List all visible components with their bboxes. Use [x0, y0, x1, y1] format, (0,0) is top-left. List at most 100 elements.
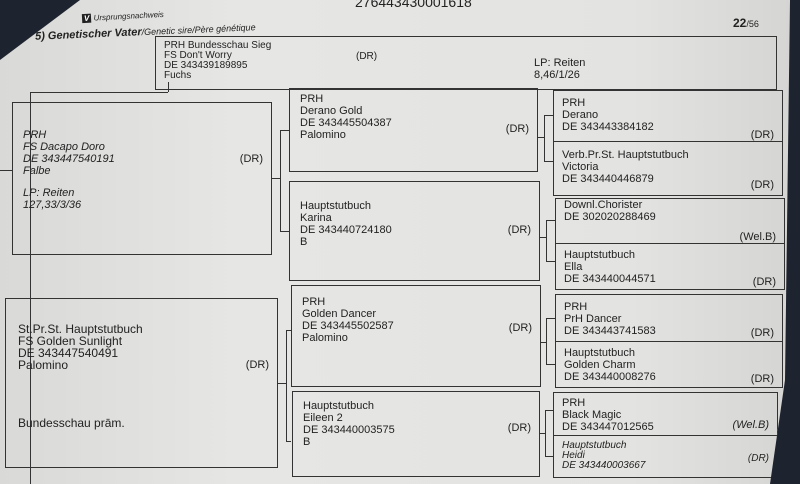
- horse-id: DE 343447012565: [562, 421, 654, 433]
- divider: [554, 141, 782, 142]
- stud-book: Hauptstutbuch: [562, 440, 627, 451]
- horse-id: DE 343440044571: [564, 273, 656, 285]
- sire-name: FS Don't Worry: [164, 50, 232, 61]
- stud-book: St.Pr.St. Hauptstutbuch: [18, 322, 143, 336]
- connector: [0, 170, 12, 171]
- horse-id: DE 302020288469: [564, 211, 656, 223]
- horse-color: Palomino: [302, 332, 348, 344]
- horse-name: FS Golden Sunlight: [18, 334, 123, 348]
- stud-book: Hauptstutbuch: [564, 347, 635, 359]
- registry-tag: (DR): [750, 179, 774, 191]
- stud-book: PRH: [562, 97, 586, 109]
- performance-score: 127,33/3/36: [23, 199, 82, 211]
- horse-id: DE 343440003575: [303, 424, 395, 436]
- stud-book: Hauptstutbuch: [300, 200, 371, 212]
- horse-name: Karina: [300, 212, 332, 224]
- stud-book: Hauptstutbuch: [303, 400, 374, 412]
- registry-tag: (DR): [508, 322, 532, 334]
- sire-tag: (DR): [356, 51, 378, 62]
- stud-book: Hauptstutbuch: [564, 249, 635, 261]
- horse-name: Downl.Chorister: [564, 199, 643, 211]
- sire-box: PRH Bundesschau Sieg FS Don't Worry DE 3…: [155, 36, 777, 90]
- horse-name: Eileen 2: [303, 412, 343, 424]
- sire-lp-score: 8,46/1/26: [534, 69, 580, 81]
- horse-color: B: [303, 436, 311, 448]
- stud-book: PRH: [562, 397, 586, 409]
- stud-book: PRH: [564, 301, 588, 313]
- connector: [286, 330, 291, 442]
- divider: [556, 341, 782, 342]
- connector: [546, 220, 555, 262]
- horse-id: DE 343447540191: [23, 153, 115, 165]
- registry-tag: (DR): [239, 153, 263, 165]
- section-title-text: Ursprungsnachweis: [93, 9, 165, 23]
- section-title: V Ursprungsnachweis: [81, 9, 165, 24]
- horse-id: DE 343440003667: [562, 460, 646, 471]
- horse-name: Derano: [562, 109, 599, 121]
- horse-name: Derano Gold: [300, 105, 363, 117]
- stud-book: PRH: [300, 93, 324, 105]
- horse-id: DE 343440724180: [300, 224, 392, 236]
- connector: [168, 82, 169, 92]
- horse-name: Black Magic: [562, 409, 622, 421]
- horse-name: Ella: [564, 261, 583, 273]
- registry-tag: (Wel.B): [732, 419, 769, 431]
- connector: [280, 130, 289, 232]
- connector: [30, 92, 168, 93]
- document-number: 276443430001618: [355, 0, 472, 10]
- stud-book: PRH: [302, 296, 326, 308]
- connector: [544, 115, 553, 162]
- horse-name: FS Dacapo Doro: [23, 141, 105, 153]
- connector: [541, 342, 546, 343]
- connector: [546, 318, 555, 365]
- sire-color: Fuchs: [164, 70, 192, 81]
- divider: [556, 243, 784, 244]
- stud-book: Verb.Pr.St. Hauptstutbuch: [562, 149, 689, 161]
- connector: [540, 433, 545, 434]
- divider: [554, 435, 777, 436]
- connector: [30, 92, 31, 484]
- sire-heading-sub: /Genetic sire/Père génétique: [141, 22, 256, 38]
- registry-tag: (DR): [507, 422, 531, 434]
- connector: [545, 410, 554, 457]
- registry-tag: (DR): [752, 276, 776, 288]
- horse-color: Palomino: [300, 129, 346, 141]
- page-number: 22/56: [733, 14, 759, 32]
- horse-id: DE 343440008276: [564, 371, 656, 383]
- horse-color: B: [300, 236, 308, 248]
- horse-color: Falbe: [23, 165, 51, 177]
- horse-id: DE 343443741583: [564, 325, 656, 337]
- ancestor-box-sire-sire: PRH FS Dacapo Doro DE 343447540191 Falbe…: [12, 102, 272, 255]
- sire-stud-name: PRH Bundesschau Sieg: [164, 40, 272, 51]
- horse-color: Palomino: [18, 358, 69, 372]
- sire-heading-bold: 5) Genetischer Vater: [34, 26, 142, 43]
- horse-name: Victoria: [562, 161, 599, 173]
- horse-id: DE 343440446879: [562, 173, 654, 185]
- page-total: /56: [746, 19, 759, 29]
- horse-name: Golden Charm: [564, 359, 636, 371]
- registry-tag: (DR): [750, 327, 774, 339]
- performance-label: LP: Reiten: [23, 187, 75, 199]
- stud-book: PRH: [23, 129, 47, 141]
- registry-tag: (DR): [750, 129, 774, 141]
- horse-name: Heidi: [562, 450, 585, 461]
- page-current: 22: [733, 16, 747, 30]
- section-icon: V: [81, 13, 92, 24]
- horse-id: DE 343445502587: [302, 320, 394, 332]
- horse-name: PrH Dancer: [564, 313, 622, 325]
